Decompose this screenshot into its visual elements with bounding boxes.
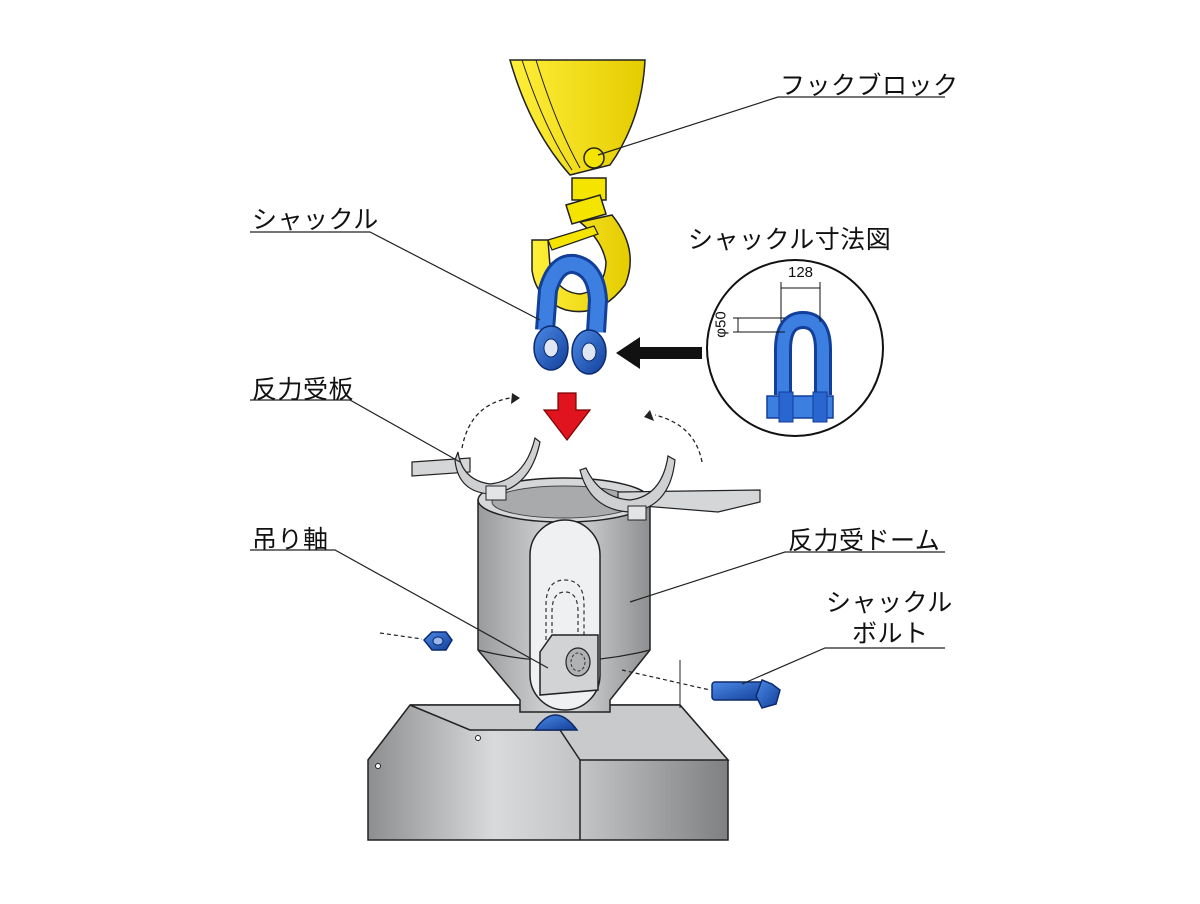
label-hook-block: フックブロック [780, 71, 959, 100]
label-shackle-bolt-line1: シャックル [826, 588, 953, 617]
reaction-plate-right [579, 455, 761, 521]
shackle [533, 253, 609, 375]
dimension-width: 128 [788, 264, 814, 281]
base-unit [367, 704, 730, 841]
label-reaction-dome: 反力受ドーム [788, 526, 941, 555]
pointer-arrow [616, 337, 702, 369]
label-shackle-bolt-line2: ボルト [852, 619, 929, 648]
rotate-arrow-left [461, 397, 511, 449]
blue-cap [533, 714, 579, 731]
label-reaction-plate: 反力受板 [252, 375, 355, 404]
rotate-arrow-right [654, 414, 703, 463]
dimension-diameter: φ50 [712, 311, 730, 338]
label-hanging-shaft: 吊り軸 [252, 525, 329, 554]
reaction-dome [477, 477, 651, 713]
label-shackle: シャックル [252, 205, 379, 234]
label-shackle-dimension-figure: シャックル寸法図 [688, 225, 892, 254]
down-arrow [542, 392, 592, 441]
dimension-figure [706, 259, 884, 437]
leader-lines [250, 96, 945, 685]
nut [422, 631, 453, 651]
reaction-plate-left [411, 436, 541, 501]
shackle-bolt [711, 679, 781, 709]
